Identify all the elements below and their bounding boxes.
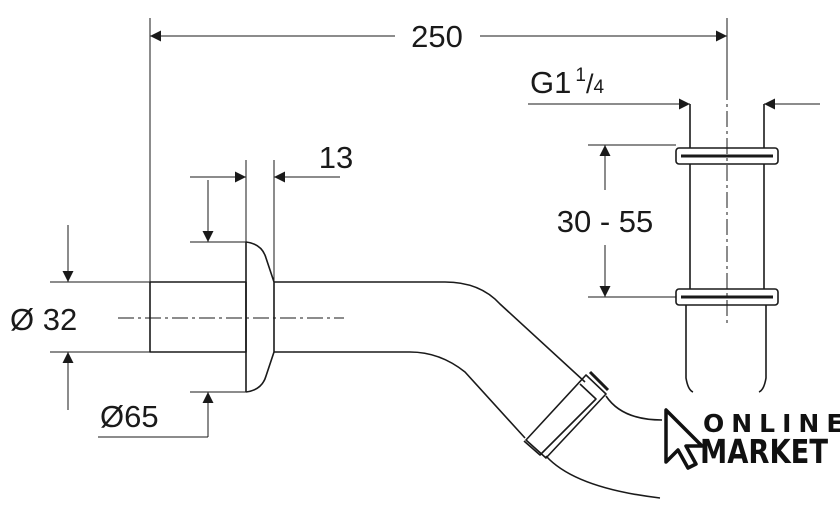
pipe-extension	[545, 395, 663, 499]
logo-line-online: ONLINE	[703, 409, 840, 438]
cursor-arrow-icon	[664, 408, 704, 470]
bent-pipe	[274, 281, 586, 439]
label-flange-diameter: Ø65	[100, 399, 159, 434]
dimension-overall-length	[149, 18, 728, 282]
center-lines	[118, 84, 728, 326]
dimension-flange-thickness	[190, 160, 340, 282]
dimension-flange-diameter	[98, 180, 246, 438]
label-pipe-diameter: Ø 32	[10, 302, 77, 337]
connector-detail	[675, 104, 779, 393]
dimension-height-range	[588, 144, 676, 298]
dimension-pipe-diameter	[50, 225, 150, 410]
online-market-logo: ONLINE MARKET	[664, 408, 840, 471]
wall-flange	[245, 241, 275, 393]
coupling-nut	[523, 370, 610, 459]
label-height-range: 30 - 55	[557, 204, 654, 239]
label-overall-length: 250	[411, 19, 463, 54]
logo-line-market: MARKET	[700, 432, 828, 471]
pipe-left-section	[149, 281, 247, 353]
label-flange-thickness: 13	[319, 140, 353, 175]
